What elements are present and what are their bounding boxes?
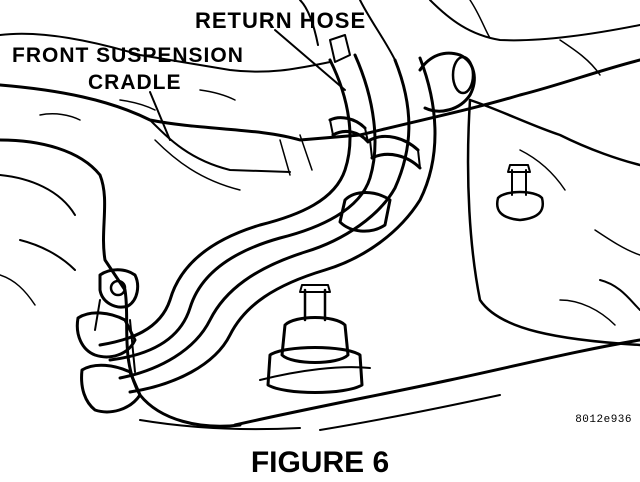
leader-line-return-hose [274,29,346,91]
return-hose-label: RETURN HOSE [195,8,367,33]
stud-bolt-right [496,164,544,222]
return-hose-upper [98,58,352,347]
figure-caption: FIGURE 6 [250,446,390,479]
right-panel [468,98,640,167]
vehicle-body-outline [0,58,640,142]
hose-sleeve [338,191,392,233]
lower-crossmember [233,338,640,427]
hose-clamp-upper [328,116,370,144]
front-suspension-label: FRONT SUSPENSION [12,44,244,67]
cradle-label: CRADLE [88,71,182,94]
return-hose-lower [118,58,411,380]
stud-bolt-center [266,284,364,394]
frame-upper-edge [0,32,331,73]
part-code-label: 8012e936 [575,414,632,426]
mounting-bracket [75,268,142,414]
hose-clamp-lower [368,134,422,170]
leader-line-cradle [149,91,171,141]
frame-top-right [429,0,640,42]
